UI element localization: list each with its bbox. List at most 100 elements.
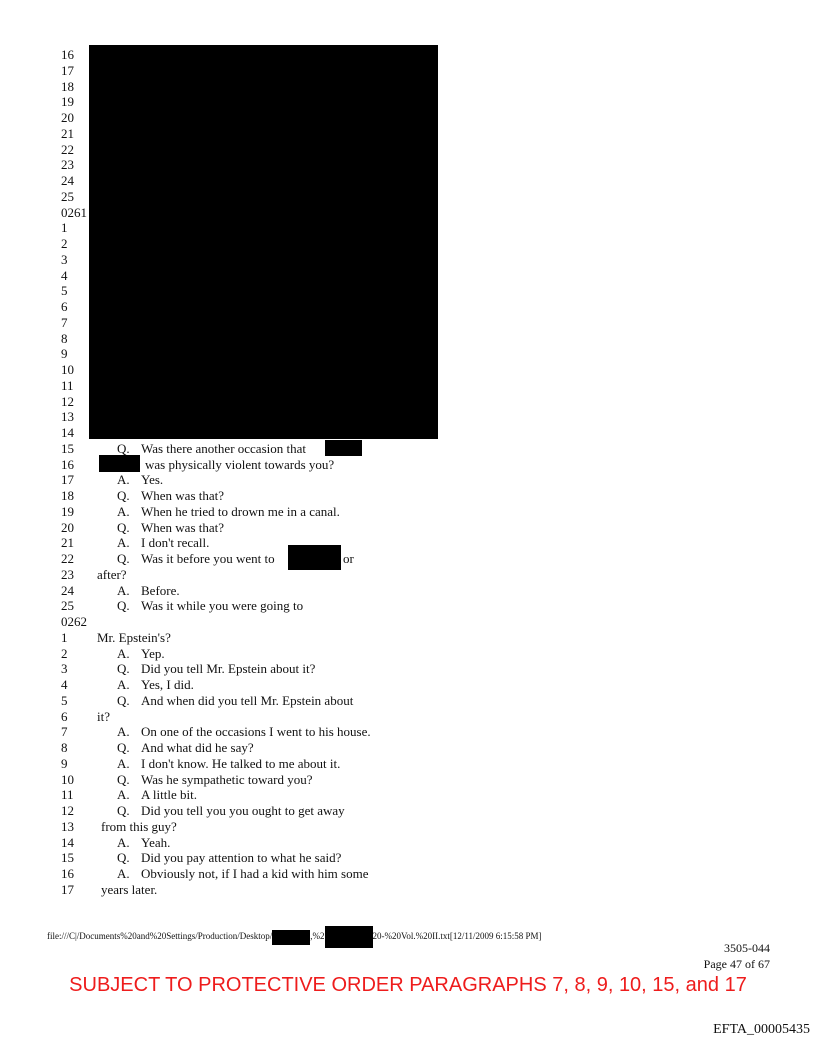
line-text: or [343,551,354,566]
line-number: 17 [61,62,74,78]
speaker-marker: A. [117,582,130,598]
line-number: 5 [61,283,68,299]
line-text: And when did you tell Mr. Epstein about [141,692,354,708]
speaker-marker: Q. [117,551,130,566]
line-number: 9 [61,346,68,362]
line-number: 6 [61,299,68,314]
line-number: 24 [61,582,74,598]
line-number: 17 [61,472,74,488]
line-number: 1 [61,629,68,645]
line-number: 0262 [61,614,87,629]
line-text: When was that? [141,519,225,535]
speaker-marker: Q. [117,850,130,866]
speaker-marker: A. [117,866,130,881]
line-number: 19 [61,503,74,519]
protective-order-notice: SUBJECT TO PROTECTIVE ORDER PARAGRAPHS 7… [69,974,747,996]
line-number: 13 [61,818,74,834]
line-number: 16 [61,866,74,881]
line-number: 6 [61,708,68,724]
line-number: 3 [61,661,68,677]
speaker-marker: A. [117,834,130,850]
doc-number: 3505-044 [724,941,770,955]
speaker-marker: A. [117,724,130,740]
line-text: I don't know. He talked to me about it. [141,755,341,771]
redaction [272,929,311,945]
line-text: Yeah. [141,834,171,850]
line-text: And what did he say? [141,740,254,755]
line-text: was physically violent towards you? [145,456,335,472]
speaker-marker: Q. [117,598,130,614]
page-number: Page 47 of 67 [703,957,770,971]
speaker-marker: Q. [117,519,130,535]
line-text: When he tried to drown me in a canal. [141,503,340,519]
redaction-name [325,440,362,456]
line-number: 25 [61,188,74,204]
line-text: When was that? [141,488,225,503]
speaker-marker: Q. [117,692,130,708]
line-text: it? [97,708,110,724]
line-number: 18 [61,78,74,94]
speaker-marker: A. [117,472,130,488]
line-number: 25 [61,598,74,614]
line-number: 7 [61,724,68,740]
line-number: 19 [61,94,74,110]
line-text: from this guy? [101,818,177,834]
line-text: Did you tell Mr. Epstein about it? [141,661,316,677]
line-number: 14 [61,834,74,850]
speaker-marker: A. [117,755,130,771]
line-number: 22 [61,141,74,157]
line-number: 8 [61,740,68,755]
line-number: 5 [61,692,68,708]
path-text: ,%2 [310,931,325,942]
line-number: 18 [61,488,74,503]
line-text: Was it before you went to [141,551,275,566]
line-number: 14 [61,425,74,440]
redaction-block [89,45,438,439]
line-number: 4 [61,267,68,283]
line-text: A little bit. [141,787,197,803]
redaction-name [99,455,140,472]
line-text: Was he sympathetic toward you? [141,771,313,787]
line-number: 11 [61,787,74,803]
line-number: 15 [61,850,74,866]
bates-number: EFTA_00005435 [713,1022,810,1037]
line-text: after? [97,566,127,582]
line-text: Yes, I did. [141,677,194,692]
line-text: I don't recall. [141,535,210,551]
line-number: 16 [61,456,74,472]
speaker-marker: Q. [117,488,130,503]
line-text: Was there another occasion that [141,440,306,456]
speaker-marker: Q. [117,803,130,818]
line-text: Obviously not, if I had a kid with him s… [141,866,369,881]
line-number: 4 [61,677,68,692]
line-number: 15 [61,440,74,456]
line-number: 10 [61,771,74,787]
line-text: Was it while you were going to [141,598,304,614]
line-text: Did you pay attention to what he said? [141,850,342,866]
line-number: 17 [61,881,74,897]
redaction-place [288,545,341,570]
speaker-marker: Q. [117,740,130,755]
speaker-marker: Q. [117,440,130,456]
redaction [324,926,373,948]
line-text: Mr. Epstein's? [97,629,171,645]
line-number: 21 [61,125,74,141]
line-number: 0261 [61,204,87,220]
speaker-marker: A. [117,787,130,803]
line-number: 12 [61,393,74,409]
line-text: Before. [141,582,180,598]
speaker-marker: A. [117,645,130,661]
speaker-marker: A. [117,503,130,519]
file-path: file:///C|/Documents%20and%20Settings/Pr… [47,926,542,948]
line-number: 8 [61,330,68,346]
speaker-marker: A. [117,535,130,551]
line-number: 2 [61,645,68,661]
line-number: 11 [61,377,74,393]
line-number: 7 [61,314,68,330]
line-text: Yep. [141,645,165,661]
line-number: 10 [61,362,74,377]
line-number: 9 [61,755,68,771]
line-number: 3 [61,251,68,267]
speaker-marker: A. [117,677,130,692]
path-text: file:///C|/Documents%20and%20Settings/Pr… [47,931,273,942]
